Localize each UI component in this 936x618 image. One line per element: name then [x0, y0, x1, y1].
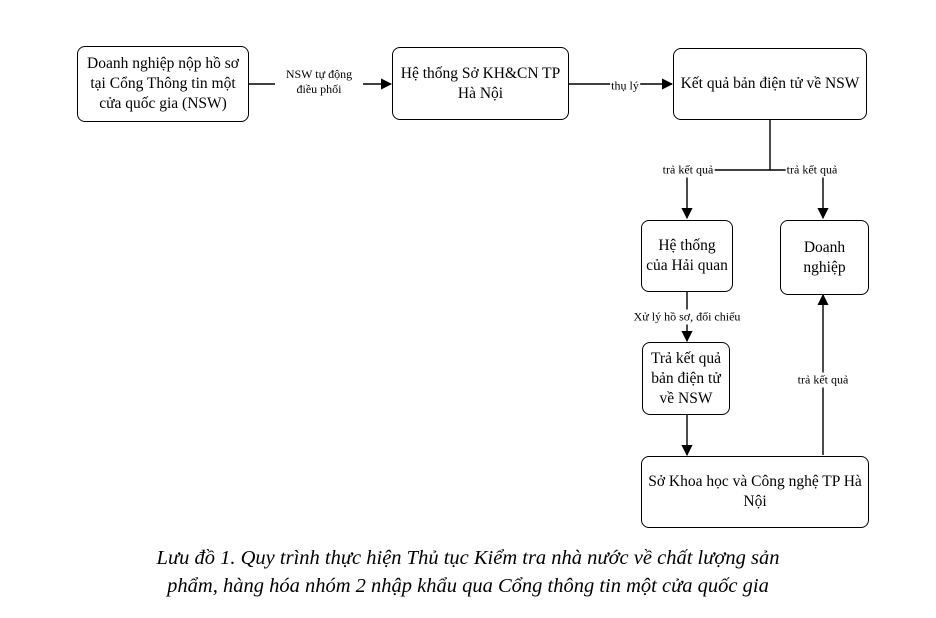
- caption-line-1: Lưu đồ 1. Quy trình thực hiện Thủ tục Ki…: [156, 547, 780, 569]
- node-electronic-result: Kết quả bản điện tử về NSW: [673, 48, 867, 120]
- edge-n3-split: [681, 120, 771, 220]
- node-return-result: Trả kết quả bản điện tử về NSW: [642, 342, 730, 415]
- node-customs-system: Hệ thống của Hải quan: [641, 220, 733, 292]
- label-return-result-up: trả kết quả: [796, 372, 850, 388]
- figure-caption: Lưu đồ 1. Quy trình thực hiện Thủ tục Ki…: [0, 544, 936, 600]
- node-business-submit: Doanh nghiệp nộp hồ sơ tại Cổng Thông ti…: [77, 46, 249, 122]
- label-return-result-left: trả kết quả: [661, 162, 715, 178]
- label-accept: thụ lý: [610, 78, 640, 94]
- label-process-check: Xử lý hồ sơ, đối chiếu: [632, 309, 742, 325]
- label-auto-dispatch: NSW tự động điều phối: [275, 67, 363, 97]
- label-return-result-right: trả kết quả: [785, 162, 839, 178]
- node-dst-system: Hệ thống Sở KH&CN TP Hà Nội: [392, 47, 569, 120]
- node-dst-department: Sở Khoa học và Công nghệ TP Hà Nội: [641, 456, 869, 528]
- caption-line-2: phẩm, hàng hóa nhóm 2 nhập khẩu qua Cổng…: [167, 575, 769, 597]
- node-business: Doanh nghiệp: [780, 220, 869, 295]
